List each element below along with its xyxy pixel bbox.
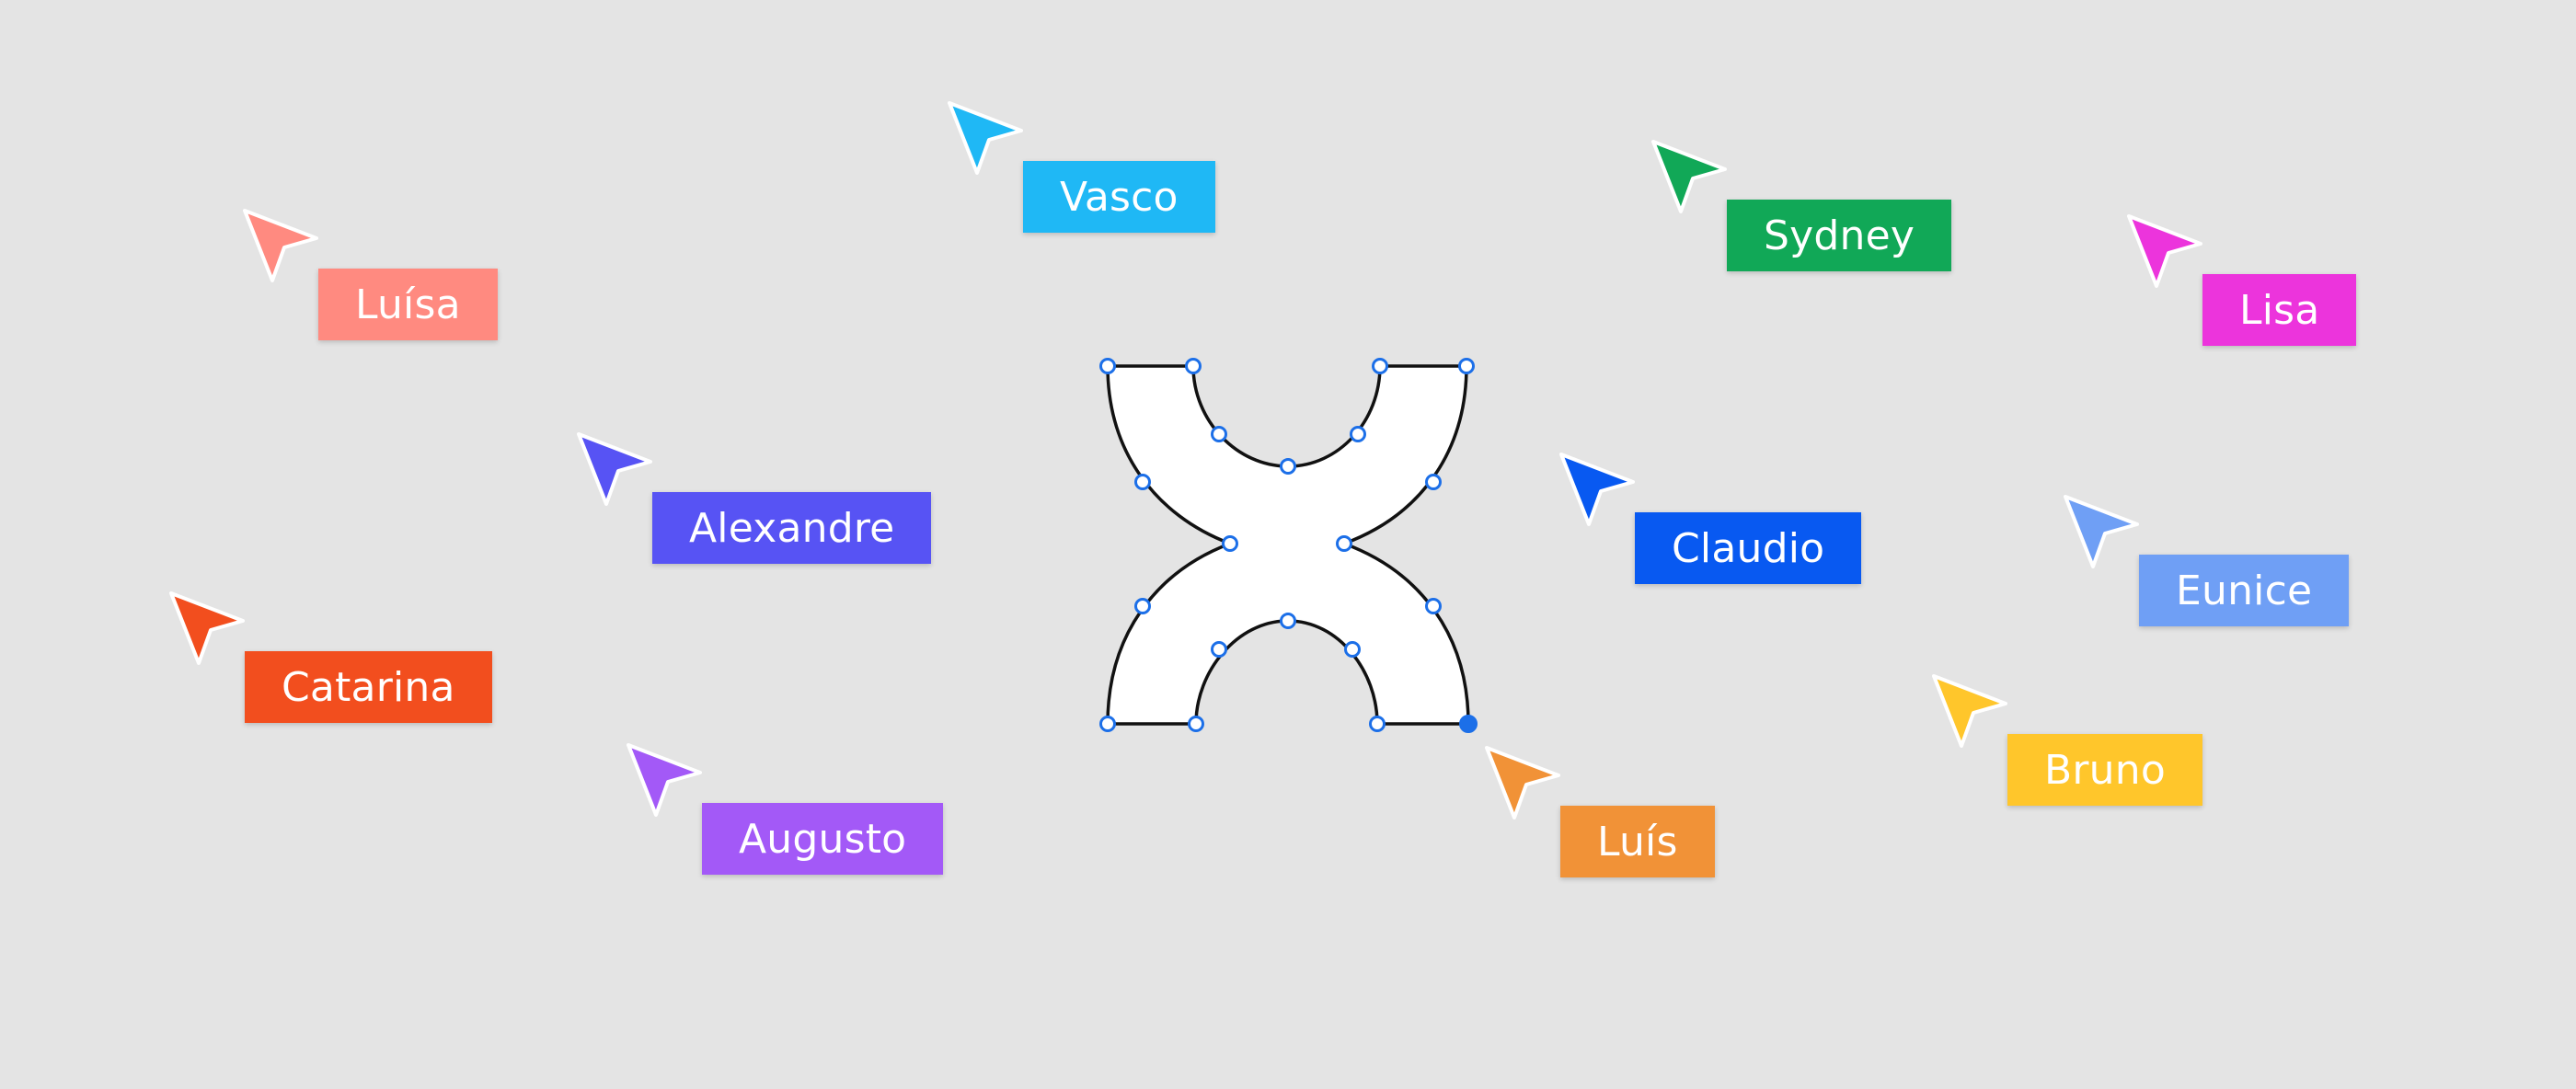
vector-handle-right-lower-arc[interactable]: [1425, 598, 1442, 614]
vector-handle-upper-right-curve[interactable]: [1350, 426, 1366, 442]
collaborator-name-tag: Vasco: [1023, 161, 1215, 233]
vector-handle-top-right-inner[interactable]: [1372, 358, 1388, 374]
vector-handle-upper-mid-curve[interactable]: [1280, 458, 1296, 475]
collaborator-name-tag: Claudio: [1635, 512, 1862, 584]
cursor-arrow-icon: [1651, 140, 1727, 213]
vector-handles: [1099, 358, 1478, 733]
vector-handle-bottom-left-outer[interactable]: [1099, 716, 1116, 732]
vector-handle-lower-mid-curve[interactable]: [1280, 613, 1296, 629]
cursor-arrow-icon: [1932, 674, 2007, 748]
vector-handle-lower-left-curve[interactable]: [1211, 641, 1227, 658]
cursor-arrow-icon: [1559, 453, 1635, 526]
cursor-arrow-icon: [2064, 495, 2139, 568]
vector-handle-left-upper-arc[interactable]: [1134, 474, 1151, 490]
collaborator-name-tag: Luís: [1560, 806, 1715, 877]
collaborator-name-tag: Alexandre: [652, 492, 932, 564]
collaborator-name-tag: Sydney: [1727, 200, 1952, 271]
vector-handle-top-right-outer[interactable]: [1458, 358, 1475, 374]
collaborator-name-tag: Augusto: [702, 803, 944, 875]
vector-handle-bottom-left-inner[interactable]: [1188, 716, 1204, 732]
cursor-arrow-icon: [577, 432, 652, 506]
vector-handle-lower-right-curve[interactable]: [1344, 641, 1361, 658]
cursor-arrow-icon: [2127, 214, 2202, 288]
cursor-arrow-icon: [948, 101, 1023, 175]
collaborator-name-tag: Luísa: [318, 269, 498, 340]
collaborator-name-tag: Bruno: [2007, 734, 2202, 806]
cursor-arrow-icon: [169, 591, 245, 665]
cursor-arrow-icon: [1485, 746, 1560, 820]
vector-handle-right-upper-arc[interactable]: [1425, 474, 1442, 490]
vector-handle-right-waist[interactable]: [1336, 535, 1352, 552]
cursor-arrow-icon: [627, 743, 702, 817]
vector-handle-top-left-outer[interactable]: [1099, 358, 1116, 374]
vector-handle-bottom-right-inner[interactable]: [1369, 716, 1386, 732]
collaborator-name-tag: Lisa: [2202, 274, 2357, 346]
vector-handle-upper-left-curve[interactable]: [1211, 426, 1227, 442]
collaborator-name-tag: Catarina: [245, 651, 492, 723]
vector-handle-bottom-right[interactable]: [1459, 715, 1478, 733]
cursor-arrow-icon: [243, 209, 318, 282]
x-shape-path[interactable]: [1106, 364, 1470, 726]
vector-handle-left-waist[interactable]: [1222, 535, 1238, 552]
vector-handle-left-lower-arc[interactable]: [1134, 598, 1151, 614]
vector-handle-top-left-inner[interactable]: [1185, 358, 1202, 374]
collaborator-name-tag: Eunice: [2139, 555, 2350, 626]
